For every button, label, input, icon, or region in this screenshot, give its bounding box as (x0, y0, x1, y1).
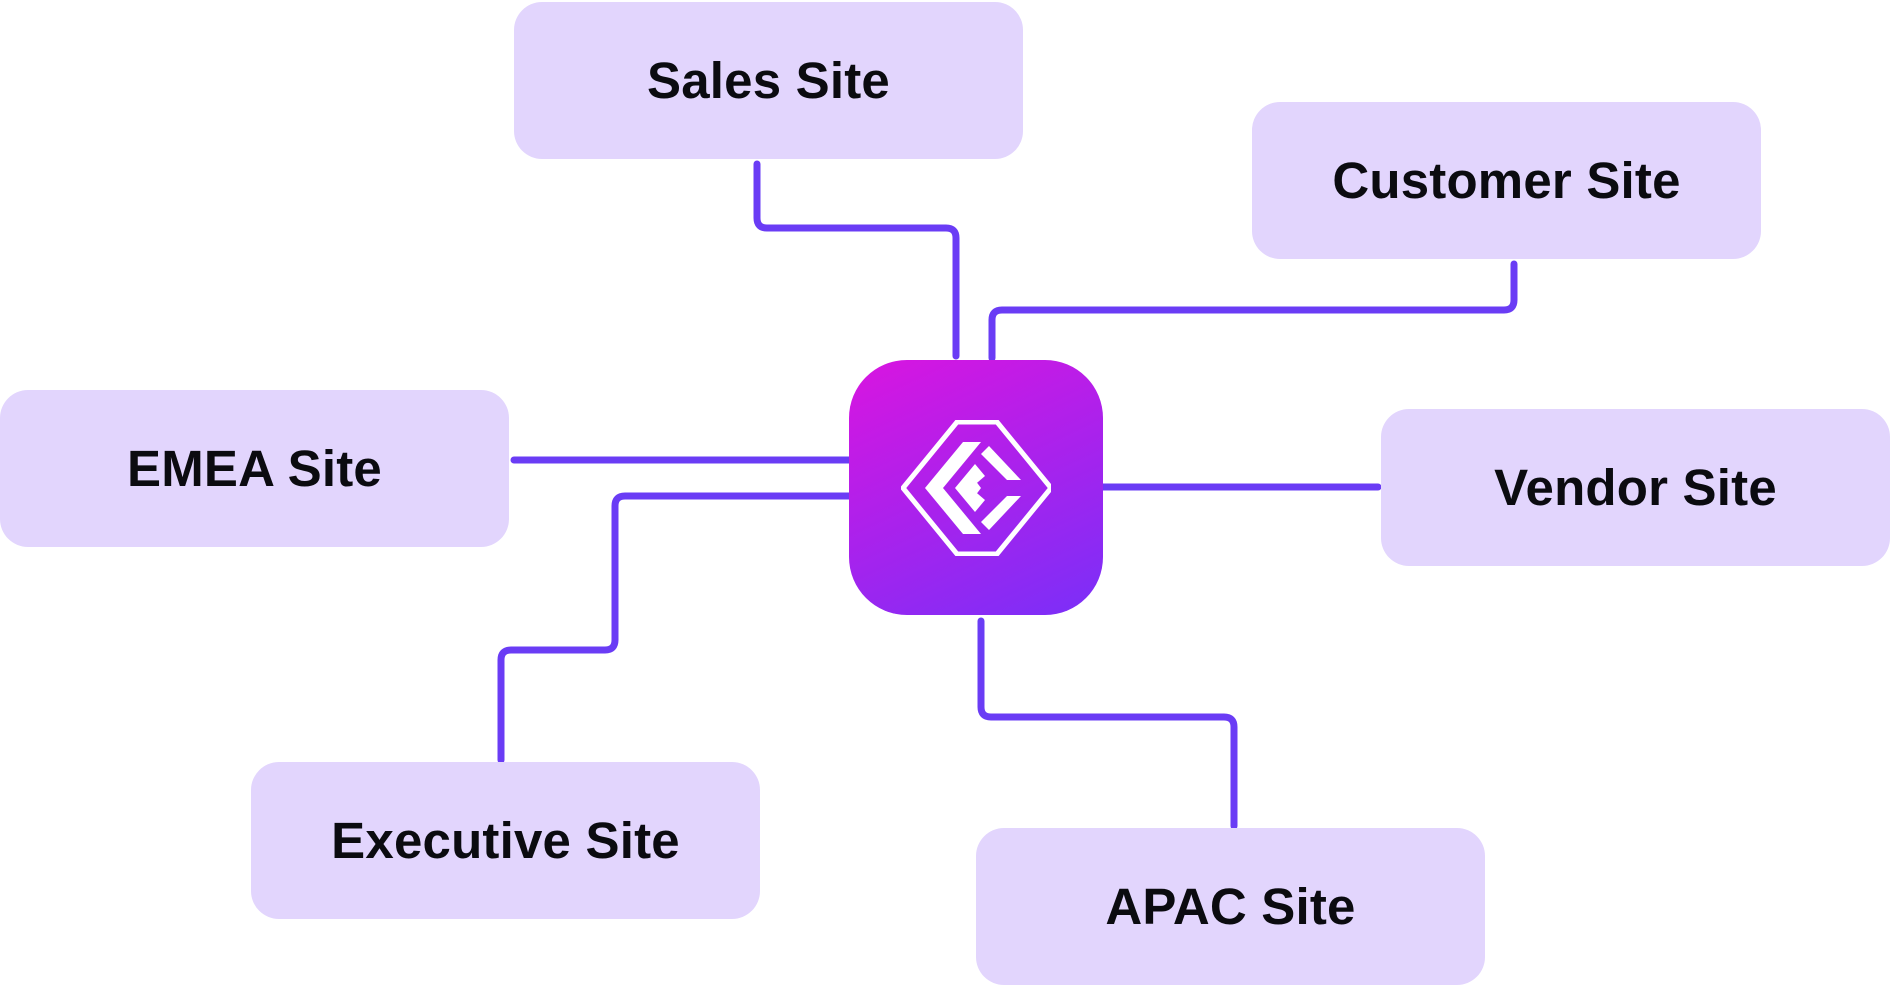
hub-logo-icon (901, 419, 1051, 556)
apac-site-node: APAC Site (976, 828, 1485, 985)
customer-site-node: Customer Site (1252, 102, 1761, 259)
apac-site-label: APAC Site (1105, 878, 1356, 935)
emea-site-label: EMEA Site (127, 440, 382, 497)
central-hub (849, 360, 1103, 615)
emea-site-node: EMEA Site (0, 390, 509, 547)
customer-site-label: Customer Site (1332, 152, 1681, 209)
vendor-site-label: Vendor Site (1494, 459, 1777, 516)
executive-site-label: Executive Site (331, 812, 680, 869)
connector-sales (753, 160, 960, 360)
connector-customer (988, 260, 1518, 362)
connector-executive (497, 492, 855, 764)
sales-site-label: Sales Site (647, 52, 890, 109)
sales-site-node: Sales Site (514, 2, 1023, 159)
executive-site-node: Executive Site (251, 762, 760, 919)
vendor-site-node: Vendor Site (1381, 409, 1890, 566)
connector-apac (977, 617, 1238, 830)
